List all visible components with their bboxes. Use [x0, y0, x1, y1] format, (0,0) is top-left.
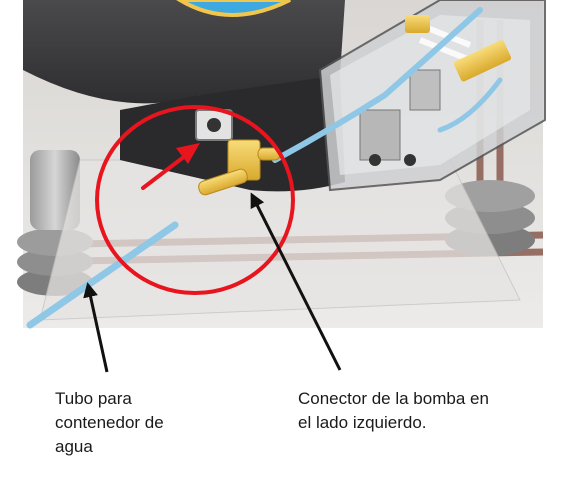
connector-label: Conector de la bomba en el lado izquierd… [298, 387, 583, 435]
tube-label-line: Tubo para [55, 389, 132, 408]
pump-outlet-tube [272, 7, 483, 163]
tube-loop [437, 77, 503, 133]
product-render [17, 0, 546, 329]
pump-connector [198, 139, 281, 196]
water-tubes [26, 7, 503, 329]
pointer-arrow-icon [250, 192, 342, 371]
housing-logo [176, 0, 291, 17]
pointer-arrow-icon [83, 282, 109, 373]
tube-label-line: agua [55, 437, 93, 456]
tube-label: Tubo para contenedor de agua [55, 387, 230, 459]
red-arrow-icon [141, 143, 200, 190]
container-water-tube [26, 221, 179, 329]
tube-label-line: contenedor de [55, 413, 164, 432]
connector-label-line: el lado izquierdo. [298, 413, 427, 432]
connector-label-line: Conector de la bomba en [298, 389, 489, 408]
mounting-bracket [195, 109, 233, 141]
electronics-box [318, 0, 546, 192]
red-highlight-circle [95, 105, 295, 295]
robot-housing [23, 0, 345, 104]
